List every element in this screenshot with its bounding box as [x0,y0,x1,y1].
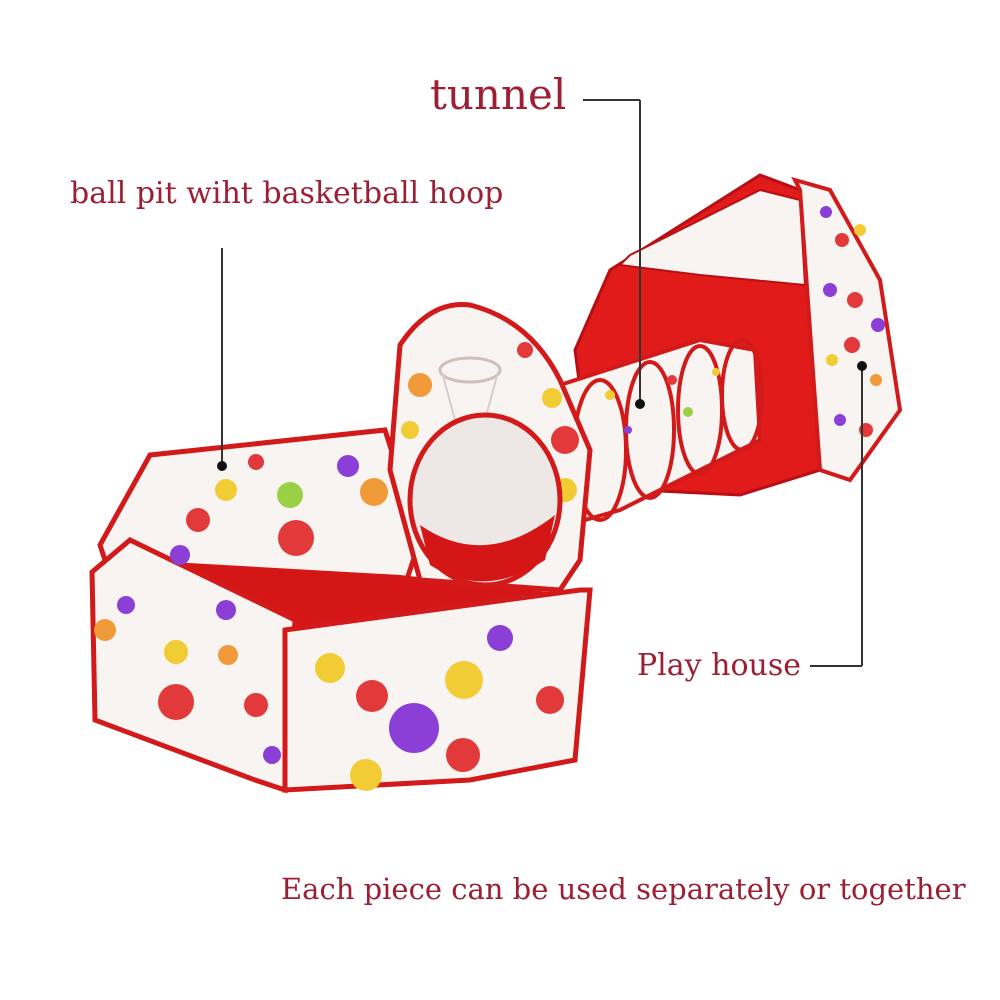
caption-text: Each piece can be used separately or tog… [281,872,966,906]
tunnel-pointer-dot [635,399,645,409]
hoop-panel-opening-red-floor [420,515,555,582]
ball-pit-label: ball pit wiht basketball hoop [70,176,504,211]
tunnel [558,337,764,523]
play-house-side-panel [791,176,903,483]
tunnel-label: tunnel [430,70,567,119]
ball-pit-dots [94,454,564,791]
basketball-hoop-rim [438,356,502,384]
tunnel-ring [720,338,764,452]
play-house-pointer-dot [857,361,867,371]
ball-pit-front-wall [282,587,593,793]
ball-pit-floor [135,560,575,640]
ball-pit [89,427,593,794]
hoop-panel [387,302,593,593]
play-house-label: Play house [637,648,802,683]
leader-lines [217,99,867,667]
ball-pit-pointer-dot [217,461,227,471]
